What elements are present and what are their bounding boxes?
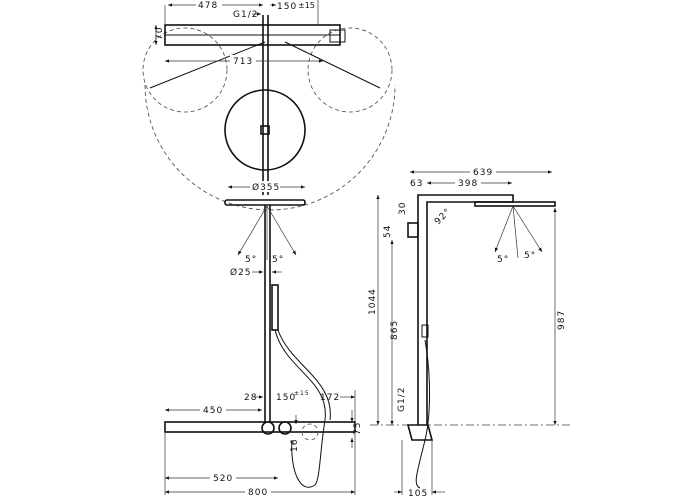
shower-head (224, 199, 306, 206)
dim-172: 172 (320, 393, 340, 403)
side-angle-right: 5° (524, 251, 536, 261)
side-shower-head (474, 201, 556, 207)
front-view: Ø355 5° 5° Ø25 450 28 150 ±15 172 75 16 (164, 181, 363, 498)
swing-circle-left (142, 27, 228, 113)
dim-398: 398 (458, 179, 478, 189)
head-diameter: Ø355 (252, 182, 280, 193)
side-angle-left: 5° (497, 255, 509, 265)
top-view: 478 150 ±15 G1/2 70 713 (142, 0, 396, 211)
dim-150-tolerance: ±15 (298, 1, 315, 10)
dim-520: 520 (213, 474, 233, 484)
dim-865: 865 (390, 320, 400, 340)
angle-92: 92° (433, 207, 453, 227)
dim-713: 713 (233, 57, 253, 67)
swing-circle-right (307, 27, 393, 113)
dim-75: 75 (353, 422, 363, 435)
dim-150: 150 (277, 2, 297, 12)
dim-987: 987 (557, 310, 567, 330)
dim-28: 28 (244, 393, 257, 403)
dim-30: 30 (398, 202, 408, 215)
dim-478: 478 (198, 1, 218, 11)
dim-70: 70 (155, 27, 165, 40)
angle-right: 5° (272, 255, 284, 265)
dim-105: 105 (408, 489, 428, 499)
pipe-diameter: Ø25 (230, 267, 252, 278)
dim-1044: 1044 (368, 288, 378, 315)
thread-label: G1/2 (233, 10, 258, 20)
dim-150-front: 150 (276, 393, 296, 403)
dim-16: 16 (290, 439, 300, 452)
angle-left: 5° (245, 255, 257, 265)
svg-text:±15: ±15 (294, 390, 310, 397)
thread-side: G1/2 (397, 387, 407, 412)
dim-63: 63 (410, 179, 423, 189)
dim-639: 639 (473, 168, 493, 178)
shelf-front (164, 421, 356, 433)
head-top (224, 89, 306, 171)
dim-800: 800 (248, 488, 268, 498)
dim-450: 450 (203, 406, 223, 416)
hand-shower (271, 284, 279, 331)
dim-54: 54 (383, 225, 393, 238)
side-view: 639 63 398 5° 5° 92° 30 54 1044 865 G1/2… (368, 166, 570, 499)
